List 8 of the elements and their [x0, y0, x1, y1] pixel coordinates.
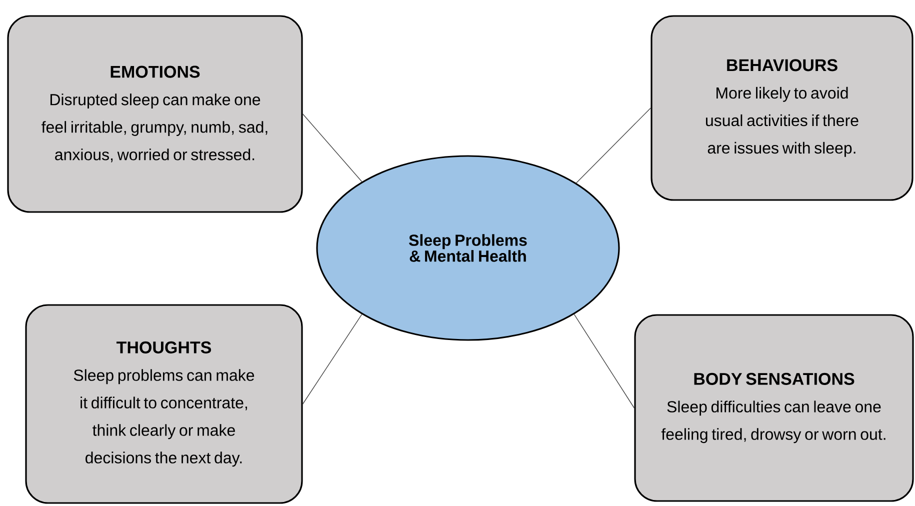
topic-box: THOUGHTS Sleep problems can make it difficult to concentrate, think clearly or make decisions the next day. [25, 304, 303, 504]
connector-line [302, 114, 362, 182]
connector-line [574, 314, 635, 408]
topic-box: EMOTIONS Disrupted sleep can make one feel irritable, grumpy, numb, sad, anxious, worried or stressed. [7, 15, 303, 213]
connector-line [302, 314, 362, 404]
topic-box: BODY SENSATIONS Sleep difficulties can leave one feeling tired, drowsy or worn out. [634, 314, 914, 502]
topic-box: BEHAVIOURS More likely to avoid usual activities if there are issues with sleep. [650, 15, 914, 201]
connector-line [576, 108, 652, 184]
